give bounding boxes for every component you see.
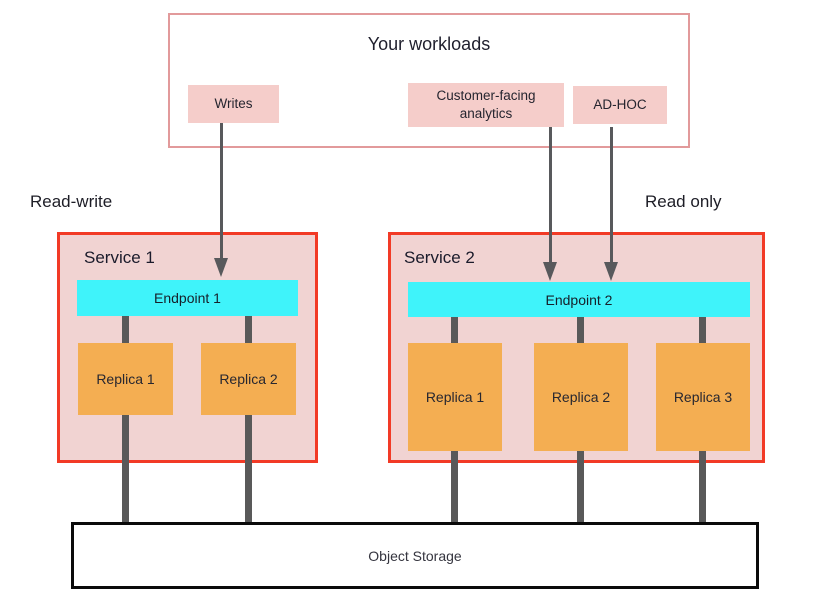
connector-s1-replica1 <box>122 316 129 522</box>
object-storage-label: Object Storage <box>368 547 462 564</box>
connector-s1-replica2 <box>245 316 252 522</box>
service2-title: Service 2 <box>404 248 475 267</box>
workload-analytics-label: Customer-facing analytics <box>436 88 536 121</box>
workload-adhoc: AD-HOC <box>573 86 667 124</box>
service1-endpoint: Endpoint 1 <box>77 280 298 316</box>
service2-replica2-label: Replica 2 <box>551 389 611 405</box>
read-only-label: Read only <box>645 192 722 211</box>
arrow-line <box>549 127 552 263</box>
arrow-line <box>610 127 613 263</box>
service2-replica2: Replica 2 <box>534 343 628 451</box>
arrow-down-icon <box>214 258 228 277</box>
service1-endpoint-label: Endpoint 1 <box>154 290 221 306</box>
read-write-label: Read-write <box>30 192 113 211</box>
service1-replica2-label: Replica 2 <box>219 371 278 387</box>
arrow-down-icon <box>543 262 557 281</box>
workloads-title: Your workloads <box>367 34 491 54</box>
service1-replica1: Replica 1 <box>78 343 173 415</box>
arrow-down-icon <box>604 262 618 281</box>
workload-writes: Writes <box>188 85 279 123</box>
service1-replica2: Replica 2 <box>201 343 296 415</box>
service1-replica1-label: Replica 1 <box>96 371 155 387</box>
service1-title: Service 1 <box>84 248 155 267</box>
service2-endpoint: Endpoint 2 <box>408 282 750 317</box>
service2-replica3: Replica 3 <box>656 343 750 451</box>
workload-adhoc-label: AD-HOC <box>593 97 647 113</box>
service2-replica1-label: Replica 1 <box>425 389 485 405</box>
workload-writes-label: Writes <box>214 96 253 112</box>
workload-customer-facing-analytics: Customer-facing analytics <box>408 83 564 127</box>
object-storage-box: Object Storage <box>71 522 759 589</box>
service2-endpoint-label: Endpoint 2 <box>545 291 613 308</box>
service2-replica3-label: Replica 3 <box>673 389 733 405</box>
arrow-line <box>220 123 223 259</box>
service2-replica1: Replica 1 <box>408 343 502 451</box>
